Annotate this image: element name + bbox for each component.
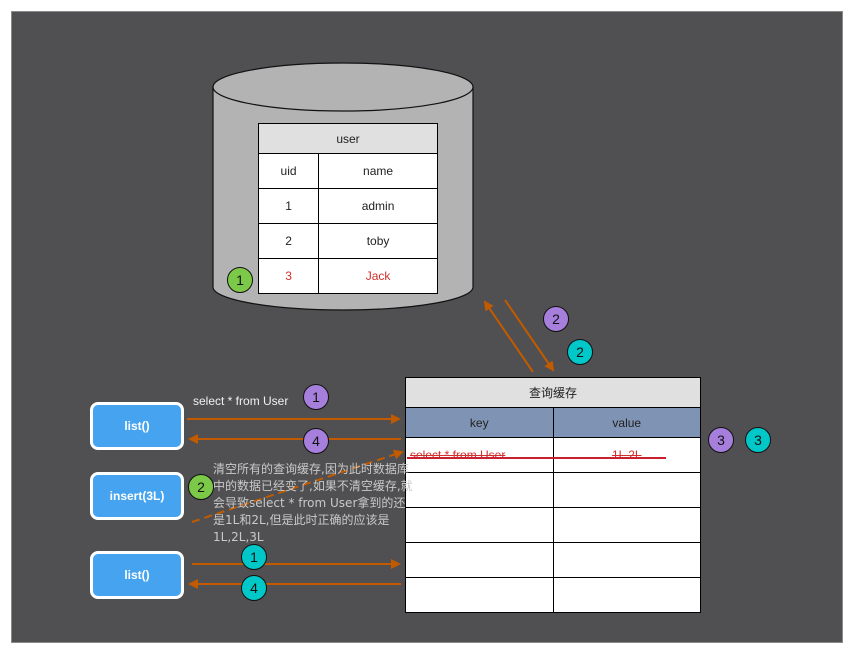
cache-row-empty (405, 507, 701, 543)
cache-row-empty (405, 472, 701, 508)
cache-key: select * from User (405, 437, 554, 473)
arrow-db-to-cache (504, 299, 555, 372)
step-badge: 2 (567, 339, 593, 365)
column-header: key (405, 407, 554, 438)
column-header: name (318, 153, 438, 189)
table-cell: 1 (257, 188, 320, 224)
step-badge: 4 (303, 428, 329, 454)
user-table-title: user (258, 123, 438, 154)
step-badge: 3 (745, 427, 771, 453)
insert-button[interactable]: insert(3L) (90, 472, 184, 520)
step-badge: 3 (708, 427, 734, 453)
table-cell: 2 (257, 223, 320, 259)
cache-value: 1L 2L (552, 437, 701, 473)
step-badge: 2 (188, 474, 214, 500)
invalidation-note: 清空所有的查询缓存,因为此时数据库中的数据已经变了,如果不清空缓存,就会导致se… (213, 462, 413, 544)
step-badge: 1 (303, 384, 329, 410)
table-cell: admin (318, 188, 438, 224)
cache-row-empty (405, 542, 701, 578)
cache-row-empty (405, 577, 701, 613)
arrow-cache-to-db (483, 300, 534, 373)
arrow-insert-to-cache (191, 449, 404, 523)
step-badge: 1 (241, 544, 267, 570)
step-badge: 2 (543, 306, 569, 332)
step-badge-db-insert: 1 (227, 267, 253, 293)
cache-title: 查询缓存 (405, 377, 701, 408)
column-header: value (552, 407, 701, 438)
column-header: uid (257, 153, 320, 189)
table-cell: Jack (318, 258, 438, 294)
list-button-1[interactable]: list() (90, 402, 184, 450)
step-badge: 4 (241, 575, 267, 601)
query-label: select * from User (193, 394, 289, 408)
table-cell: 3 (257, 258, 320, 294)
list-button-2[interactable]: list() (90, 551, 184, 599)
table-cell: toby (318, 223, 438, 259)
